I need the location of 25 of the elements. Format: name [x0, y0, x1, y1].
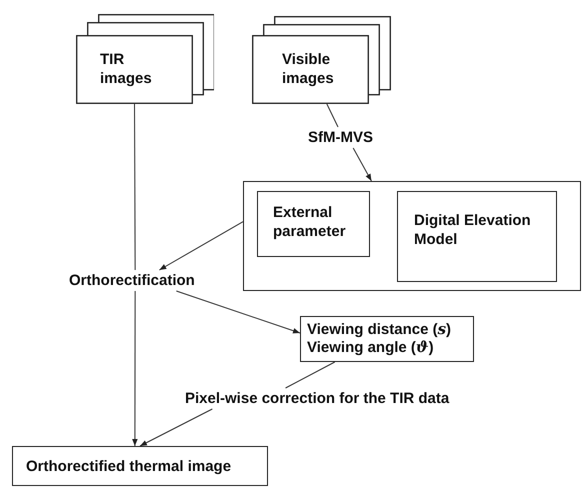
node-label: Viewing distance (s): [307, 320, 452, 339]
process-box: [12, 446, 268, 486]
step-label: SfM-MVS: [308, 128, 373, 147]
arrow: [140, 408, 213, 446]
process-box: [300, 316, 474, 362]
node-label: Orthorectified thermal image: [26, 457, 232, 476]
arrow: [132, 290, 138, 446]
process-box: [397, 191, 557, 282]
arrow: [352, 148, 372, 182]
node-label: External parameter: [273, 203, 347, 241]
node-label: Viewing angle (ϑ): [307, 338, 434, 357]
step-label: Orthorectification: [69, 271, 195, 290]
connector-line: [326, 104, 338, 128]
node-label: Digital Elevation Model: [414, 211, 532, 249]
step-label: Pixel-wise correction for the TIR data: [185, 389, 450, 408]
node-label: Visible images: [282, 50, 335, 88]
image-stack: [76, 14, 214, 104]
connector-line: [134, 104, 136, 270]
group-box: [243, 181, 581, 291]
image-stack: [252, 16, 391, 104]
node-label: TIR images: [100, 50, 153, 88]
arrow: [176, 290, 300, 334]
process-box: [257, 191, 370, 257]
arrow: [158, 221, 244, 270]
connector-line: [285, 362, 336, 388]
